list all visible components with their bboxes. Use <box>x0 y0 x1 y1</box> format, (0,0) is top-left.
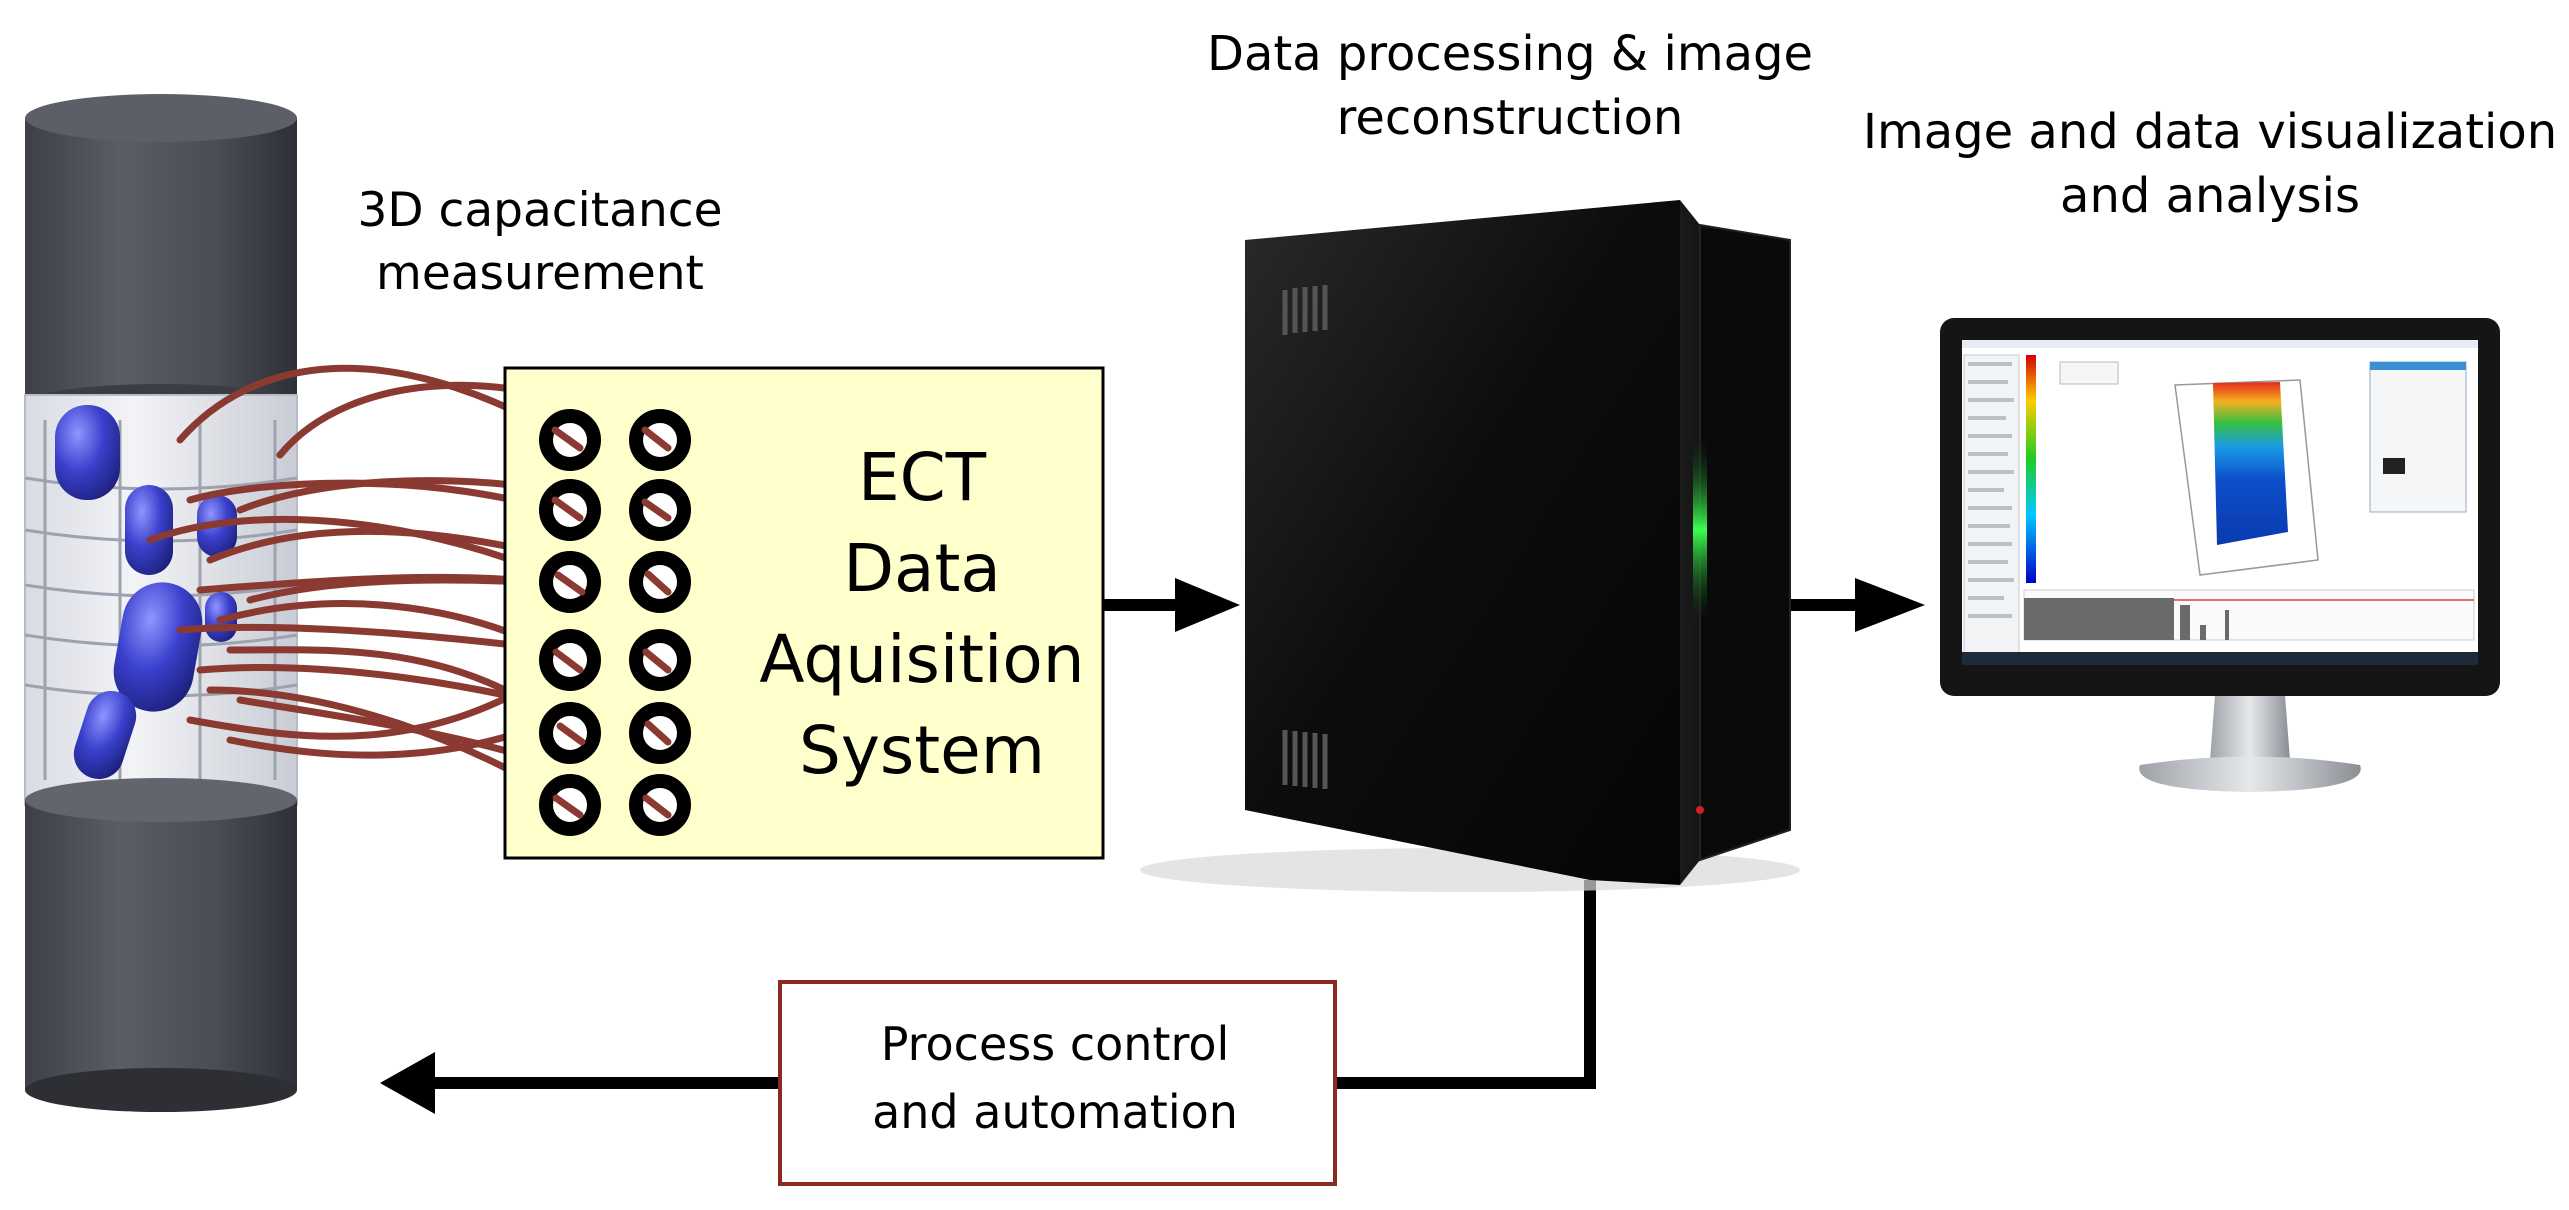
particles <box>55 405 237 780</box>
arrow-das-to-server <box>1103 578 1240 632</box>
label-visualization: Image and data visualization and analysi… <box>1862 104 2558 225</box>
label-capacitance-measurement: 3D capacitance measurement <box>357 183 723 301</box>
monitor-icon <box>1940 318 2500 792</box>
feedback-arrow <box>430 880 1596 1089</box>
volume-render <box>2174 379 2319 576</box>
arrow-server-to-monitor <box>1790 578 1925 632</box>
das-label: ECT Data Aquisition System <box>759 439 1085 790</box>
signal-histogram <box>2023 589 2475 641</box>
control-label: Process control and automation <box>872 1017 1238 1140</box>
label-data-processing: Data processing & image reconstruction <box>1207 26 1813 147</box>
control-box <box>778 980 1337 1186</box>
vent-top <box>1282 285 1328 335</box>
colorbar <box>2026 355 2036 583</box>
server-tower-icon <box>1140 200 1800 892</box>
taskbar <box>1962 652 2478 665</box>
feedback-arrow-head <box>380 1052 435 1114</box>
pipe-sensor-icon <box>24 94 298 1112</box>
wire-ends <box>551 426 672 819</box>
status-led <box>1693 440 1707 620</box>
vent-bottom <box>1282 730 1328 789</box>
